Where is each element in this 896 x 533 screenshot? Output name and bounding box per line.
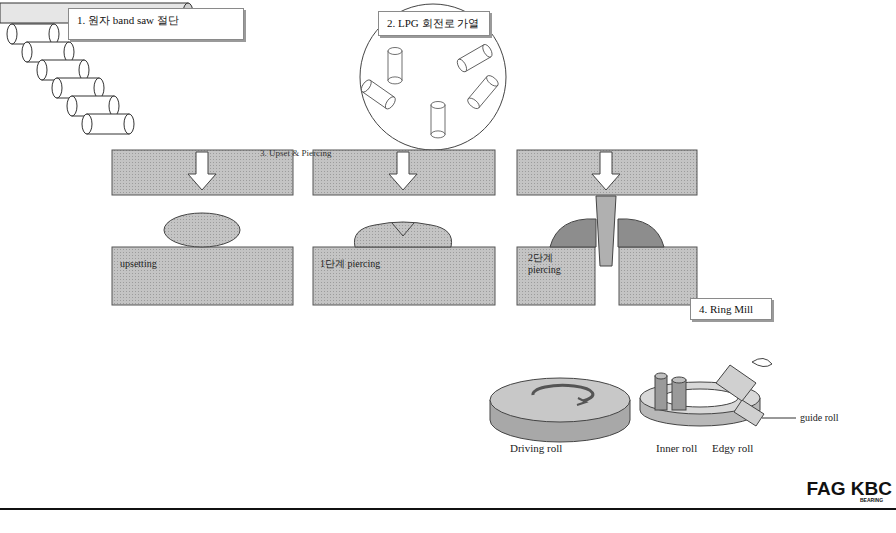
part-label: Inner roll: [656, 442, 697, 455]
step-box: 2. LPG 회전로 가열: [378, 11, 490, 36]
logo-text: FAG KBC: [807, 478, 893, 500]
part-label: upsetting: [120, 258, 157, 270]
step-title: 2. LPG 회전로 가열: [387, 16, 481, 31]
step-box: 1. 원자 band saw 절단: [68, 8, 244, 40]
logo-text: BEARING: [860, 498, 883, 504]
press-second-piercing: [517, 150, 697, 305]
part-label: 1단계 piercing: [320, 258, 380, 270]
step-title: 1. 원자 band saw 절단: [77, 13, 235, 28]
rotary-furnace: [359, 4, 506, 150]
press-upsetting: [112, 150, 293, 305]
part-label: 3. Upset & Piercing: [260, 148, 332, 158]
part-label: guide roll: [800, 412, 839, 424]
footer-rule: [0, 508, 896, 510]
step-title: 4. Ring Mill: [699, 303, 763, 315]
press-first-piercing: [313, 150, 495, 305]
step-box: 4. Ring Mill: [690, 298, 772, 320]
part-label: Edgy roll: [712, 442, 753, 455]
part-label: 2단계 piercing: [528, 252, 574, 275]
ring-mill: [490, 358, 796, 442]
part-label: Driving roll: [510, 442, 562, 455]
